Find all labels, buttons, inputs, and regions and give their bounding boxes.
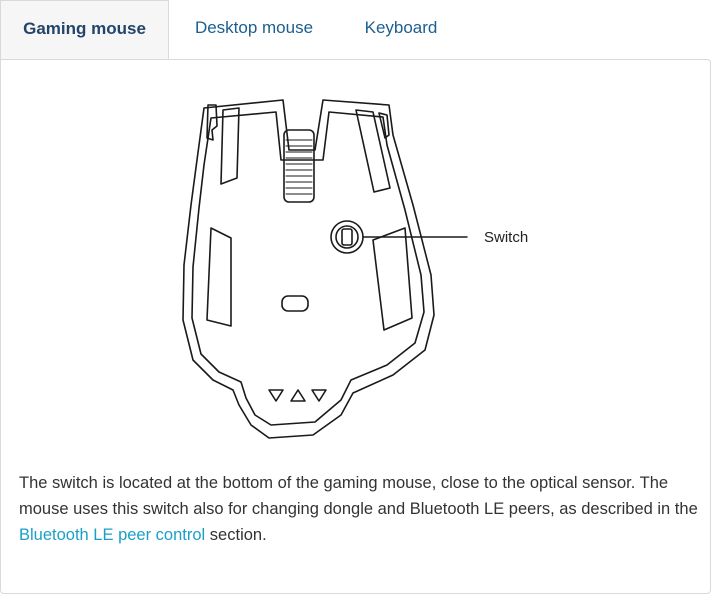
triangle-down-left — [268, 389, 284, 402]
scroll-wheel-ridges — [285, 139, 313, 195]
top-left-pad — [206, 104, 218, 141]
scroll-wheel — [283, 129, 315, 203]
switch-slider — [341, 228, 353, 246]
switch-callout-label: Switch — [484, 229, 528, 246]
tab-bar: Gaming mouse Desktop mouse Keyboard — [0, 0, 711, 60]
tab-keyboard[interactable]: Keyboard — [364, 18, 438, 37]
tab-panel: Switch The switch is located at the bott… — [0, 59, 711, 594]
tab-desktop-mouse[interactable]: Desktop mouse — [194, 18, 314, 37]
right-middle-pad — [372, 227, 413, 331]
triangle-up-middle — [290, 389, 306, 402]
tab-gaming-mouse[interactable]: Gaming mouse — [0, 0, 169, 60]
optical-sensor — [281, 295, 309, 312]
switch-inner — [335, 225, 359, 249]
right-upper-pad — [355, 109, 391, 193]
mouse-bottom-figure: Switch — [1, 60, 710, 460]
switch-description: The switch is located at the bottom of t… — [19, 470, 699, 548]
right-edge-pad — [378, 112, 390, 139]
left-middle-pad — [206, 227, 232, 327]
description-text-after: section. — [205, 526, 267, 544]
triangle-down-right — [311, 389, 327, 402]
bluetooth-le-peer-control-link[interactable]: Bluetooth LE peer control — [19, 526, 206, 544]
mouse-bottom-illustration: Switch — [182, 99, 528, 439]
mouse-body-outline — [182, 99, 435, 439]
left-upper-pad — [220, 107, 240, 185]
mouse-inner-outline — [191, 111, 425, 426]
description-text-before: The switch is located at the bottom of t… — [19, 474, 698, 518]
